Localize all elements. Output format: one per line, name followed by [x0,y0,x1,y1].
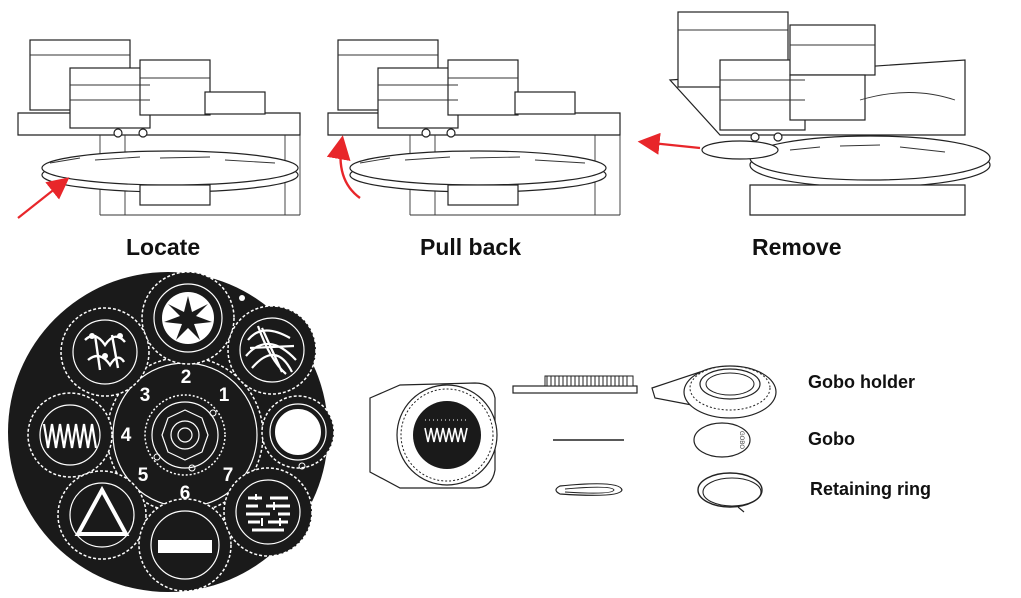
remove-arrow-icon [637,132,701,155]
gobo-holder-3d [651,365,777,419]
gobo-slot-5 [57,470,147,560]
gobo-holder-top-view [369,382,498,489]
gobo-slot-1 [227,305,317,395]
slot-number-6: 6 [180,483,191,504]
part-label-retaining-ring: Retaining ring [810,479,931,499]
gobo-engraving: GOBO [738,431,744,449]
slot-number-7: 7 [223,465,234,486]
part-label-gobo-holder: Gobo holder [808,372,915,392]
pull-back-arrow-icon [326,135,361,199]
slot-number-2: 2 [181,367,192,388]
gobo-holder-side-view [512,375,638,394]
gobo-slot-2 [141,271,235,365]
step-label-remove: Remove [752,234,842,260]
retaining-ring [697,472,763,513]
gobo-wheel: 1 2 3 4 5 6 7 [8,271,335,592]
step-label-locate: Locate [126,234,201,260]
pull-back-illustration [326,39,621,216]
locate-arrow-icon [17,177,70,219]
slot-number-5: 5 [138,465,149,486]
gobo-slot-6 [138,498,232,592]
gobo-slot-4 [27,392,113,478]
slot-number-3: 3 [140,385,151,406]
locate-illustration [17,39,301,219]
gobo-slot-open [261,395,335,470]
remove-illustration [637,11,991,216]
gobo-disc: GOBO [693,422,751,458]
step-label-pull-back: Pull back [420,234,521,260]
gobo-slot-7 [223,467,313,557]
gobo-slot-3 [60,307,150,397]
part-label-gobo: Gobo [808,429,855,449]
slot-number-1: 1 [219,385,230,406]
slot-number-4: 4 [121,425,132,446]
retaining-ring-side-view [555,483,623,496]
